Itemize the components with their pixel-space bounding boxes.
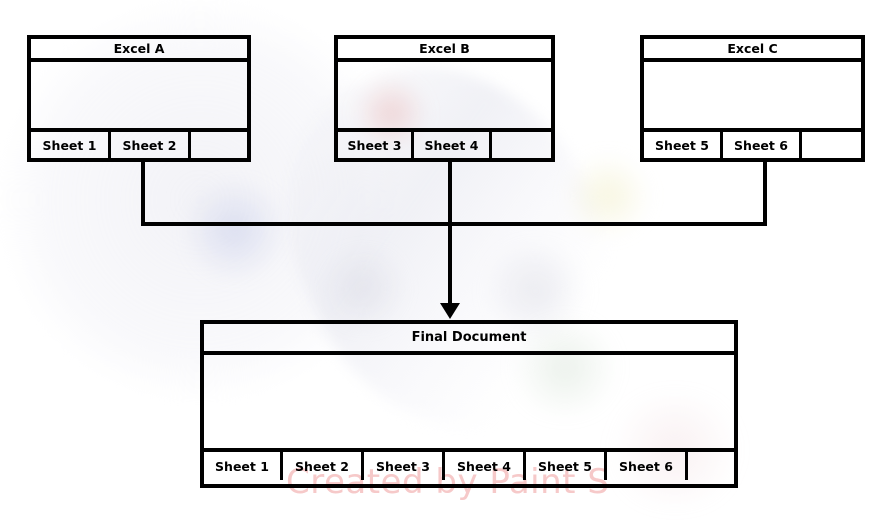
- excel-b-title: Excel B: [338, 39, 551, 62]
- excel-a-body: [31, 62, 247, 128]
- final-document[interactable]: Final Document Sheet 1 Sheet 2 Sheet 3 S…: [200, 320, 738, 488]
- excel-b-tab-strip: Sheet 3 Sheet 4: [338, 128, 551, 158]
- excel-workbook-c[interactable]: Excel C Sheet 5 Sheet 6: [640, 35, 865, 162]
- watermark-blob-gray-2: [318, 250, 410, 328]
- final-document-tab-strip: Sheet 1 Sheet 2 Sheet 3 Sheet 4 Sheet 5 …: [204, 448, 734, 480]
- final-document-title: Final Document: [204, 324, 734, 355]
- watermark-blob-yellow: [563, 155, 653, 237]
- excel-c-body: [644, 62, 861, 128]
- final-sheet-tab-5[interactable]: Sheet 5: [526, 452, 607, 480]
- excel-c-sheet-tab-empty[interactable]: [802, 132, 861, 158]
- final-sheet-tab-empty[interactable]: [688, 452, 734, 480]
- final-sheet-tab-2[interactable]: Sheet 2: [283, 452, 364, 480]
- excel-a-title: Excel A: [31, 39, 247, 62]
- excel-workbook-a[interactable]: Excel A Sheet 1 Sheet 2: [27, 35, 251, 162]
- excel-c-sheet-tab-5[interactable]: Sheet 5: [644, 132, 723, 158]
- arrow-head-icon: [440, 303, 460, 319]
- excel-workbook-b[interactable]: Excel B Sheet 3 Sheet 4: [334, 35, 555, 162]
- excel-b-sheet-tab-3[interactable]: Sheet 3: [338, 132, 414, 158]
- final-document-body: [204, 355, 734, 448]
- final-sheet-tab-1[interactable]: Sheet 1: [204, 452, 283, 480]
- excel-c-tab-strip: Sheet 5 Sheet 6: [644, 128, 861, 158]
- watermark-blob-blue: [180, 180, 290, 280]
- excel-a-sheet-tab-2[interactable]: Sheet 2: [111, 132, 191, 158]
- final-sheet-tab-4[interactable]: Sheet 4: [445, 452, 526, 480]
- excel-a-tab-strip: Sheet 1 Sheet 2: [31, 128, 247, 158]
- excel-a-sheet-tab-empty[interactable]: [191, 132, 247, 158]
- excel-b-body: [338, 62, 551, 128]
- excel-b-sheet-tab-4[interactable]: Sheet 4: [414, 132, 492, 158]
- excel-c-title: Excel C: [644, 39, 861, 62]
- excel-b-sheet-tab-empty[interactable]: [492, 132, 551, 158]
- final-sheet-tab-6[interactable]: Sheet 6: [607, 452, 688, 480]
- final-sheet-tab-3[interactable]: Sheet 3: [364, 452, 445, 480]
- excel-c-sheet-tab-6[interactable]: Sheet 6: [723, 132, 802, 158]
- excel-a-sheet-tab-1[interactable]: Sheet 1: [31, 132, 111, 158]
